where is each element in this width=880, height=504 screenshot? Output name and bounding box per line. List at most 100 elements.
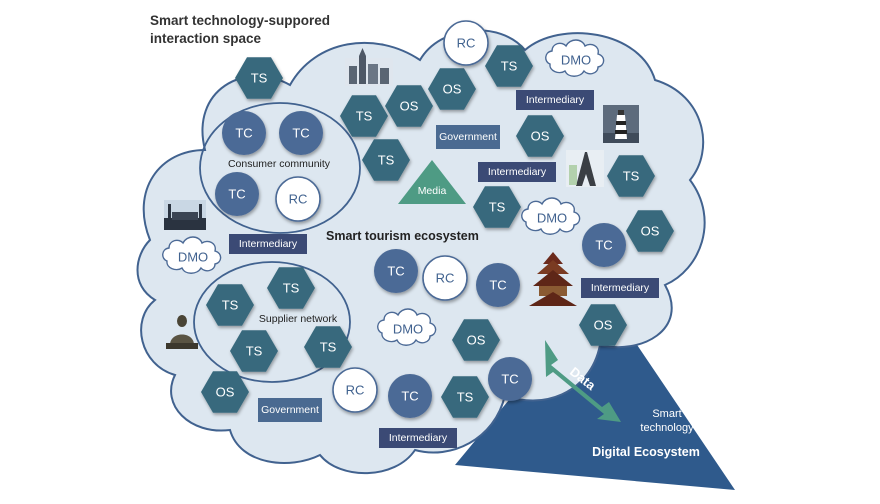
dmo-2-label: DMO	[537, 211, 567, 226]
os-7-node: OS	[201, 371, 249, 413]
os-5-hexagon	[579, 304, 627, 346]
os-4-label: OS	[641, 224, 660, 239]
rc-4-circle	[332, 367, 378, 413]
ts-8-hexagon	[267, 267, 315, 309]
ts-4-hexagon	[362, 139, 410, 181]
dmo-4-label: DMO	[393, 322, 423, 337]
os-3-label: OS	[531, 129, 550, 144]
tc-6-node: TC	[476, 263, 520, 307]
ts-11-hexagon	[441, 376, 489, 418]
consumer-community-label: Consumer community	[228, 158, 331, 170]
tc-5-circle	[374, 249, 418, 293]
dmo-3-cloud-shape	[162, 236, 222, 274]
os-5-node: OS	[579, 304, 627, 346]
supplier-network-label: Supplier network	[259, 313, 338, 325]
tc-6-circle	[476, 263, 520, 307]
rc-2-circle	[275, 176, 321, 222]
ts-7-hexagon	[206, 284, 254, 326]
intermediary-3-node: Intermediary	[229, 234, 307, 254]
dmo-4-node: DMO	[377, 308, 437, 346]
rc-4-label: RC	[346, 383, 365, 398]
consumer-community-group	[199, 102, 361, 234]
tc-7-label: TC	[501, 372, 518, 387]
tc-3-node: TC	[215, 172, 259, 216]
ts-4-node: TS	[362, 139, 410, 181]
title-line-2: interaction space	[150, 31, 262, 46]
intermediary-4-box	[581, 278, 659, 298]
eiffel-tower-icon	[566, 150, 604, 187]
interaction-space-cloud	[136, 29, 706, 475]
intermediary-5-box	[379, 428, 457, 448]
smart-technology-label-2: technology	[640, 422, 694, 434]
ts-7-label: TS	[222, 298, 239, 313]
rc-1-circle	[443, 20, 489, 66]
ts-11-node: TS	[441, 376, 489, 418]
ts-10-hexagon	[304, 326, 352, 368]
ts-2-hexagon	[340, 95, 388, 137]
intermediary-1-node: Intermediary	[516, 90, 594, 110]
ts-4-label: TS	[378, 153, 395, 168]
tc-4-label: TC	[595, 238, 612, 253]
rc-1-label: RC	[457, 36, 476, 51]
media-node: Media	[398, 160, 466, 204]
tc-3-circle	[215, 172, 259, 216]
tc-2-circle	[279, 111, 323, 155]
intermediary-2-node: Intermediary	[478, 162, 556, 182]
tc-5-node: TC	[374, 249, 418, 293]
government-2-box	[258, 398, 322, 422]
dmo-2-cloud-shape	[521, 197, 581, 235]
tc-1-label: TC	[235, 126, 252, 141]
os-7-hexagon	[201, 371, 249, 413]
tc-4-node: TC	[582, 223, 626, 267]
ts-5-label: TS	[623, 169, 640, 184]
ts-10-node: TS	[304, 326, 352, 368]
os-1-node: OS	[385, 85, 433, 127]
intermediary-5-label: Intermediary	[389, 432, 448, 444]
tc-7-node: TC	[488, 357, 532, 401]
intermediary-2-box	[478, 162, 556, 182]
tc-1-node: TC	[222, 111, 266, 155]
buddha-statue-icon	[166, 315, 198, 349]
rc-2-label: RC	[289, 192, 308, 207]
dmo-4-cloud-shape	[377, 308, 437, 346]
tc-1-circle	[222, 111, 266, 155]
intermediary-2-label: Intermediary	[488, 166, 547, 178]
os-2-label: OS	[443, 82, 462, 97]
government-2-label: Government	[261, 404, 319, 416]
ts-6-node: TS	[473, 186, 521, 228]
tc-2-label: TC	[292, 126, 309, 141]
lighthouse-icon	[603, 105, 639, 143]
dmo-2-node: DMO	[521, 197, 581, 235]
pagoda-icon	[529, 252, 577, 306]
ecosystem-label: Smart tourism ecosystem	[326, 229, 479, 243]
government-1-node: Government	[436, 125, 500, 149]
os-2-node: OS	[428, 68, 476, 110]
ts-1-label: TS	[251, 71, 268, 86]
ts-1-hexagon	[235, 57, 283, 99]
os-7-label: OS	[216, 385, 235, 400]
ts-10-label: TS	[320, 340, 337, 355]
os-1-hexagon	[385, 85, 433, 127]
tc-4-circle	[582, 223, 626, 267]
os-6-hexagon	[452, 319, 500, 361]
os-5-label: OS	[594, 318, 613, 333]
digital-ecosystem-label: Digital Ecosystem	[592, 445, 700, 459]
government-1-label: Government	[439, 131, 497, 143]
media-label: Media	[418, 185, 447, 197]
ts-2-node: TS	[340, 95, 388, 137]
title-line-1: Smart technology-suppored	[150, 13, 330, 28]
intermediary-4-label: Intermediary	[591, 282, 650, 294]
smart-technology-label-1: Smart	[652, 408, 681, 420]
castle-icon	[345, 48, 393, 86]
tc-3-label: TC	[228, 187, 245, 202]
intermediary-4-node: Intermediary	[581, 278, 659, 298]
tc-8-node: TC	[388, 374, 432, 418]
dmo-1-label: DMO	[561, 53, 591, 68]
ts-2-label: TS	[356, 109, 373, 124]
dmo-3-label: DMO	[178, 250, 208, 265]
dmo-3-node: DMO	[162, 236, 222, 274]
ts-3-hexagon	[485, 45, 533, 87]
intermediary-3-box	[229, 234, 307, 254]
os-3-hexagon	[516, 115, 564, 157]
